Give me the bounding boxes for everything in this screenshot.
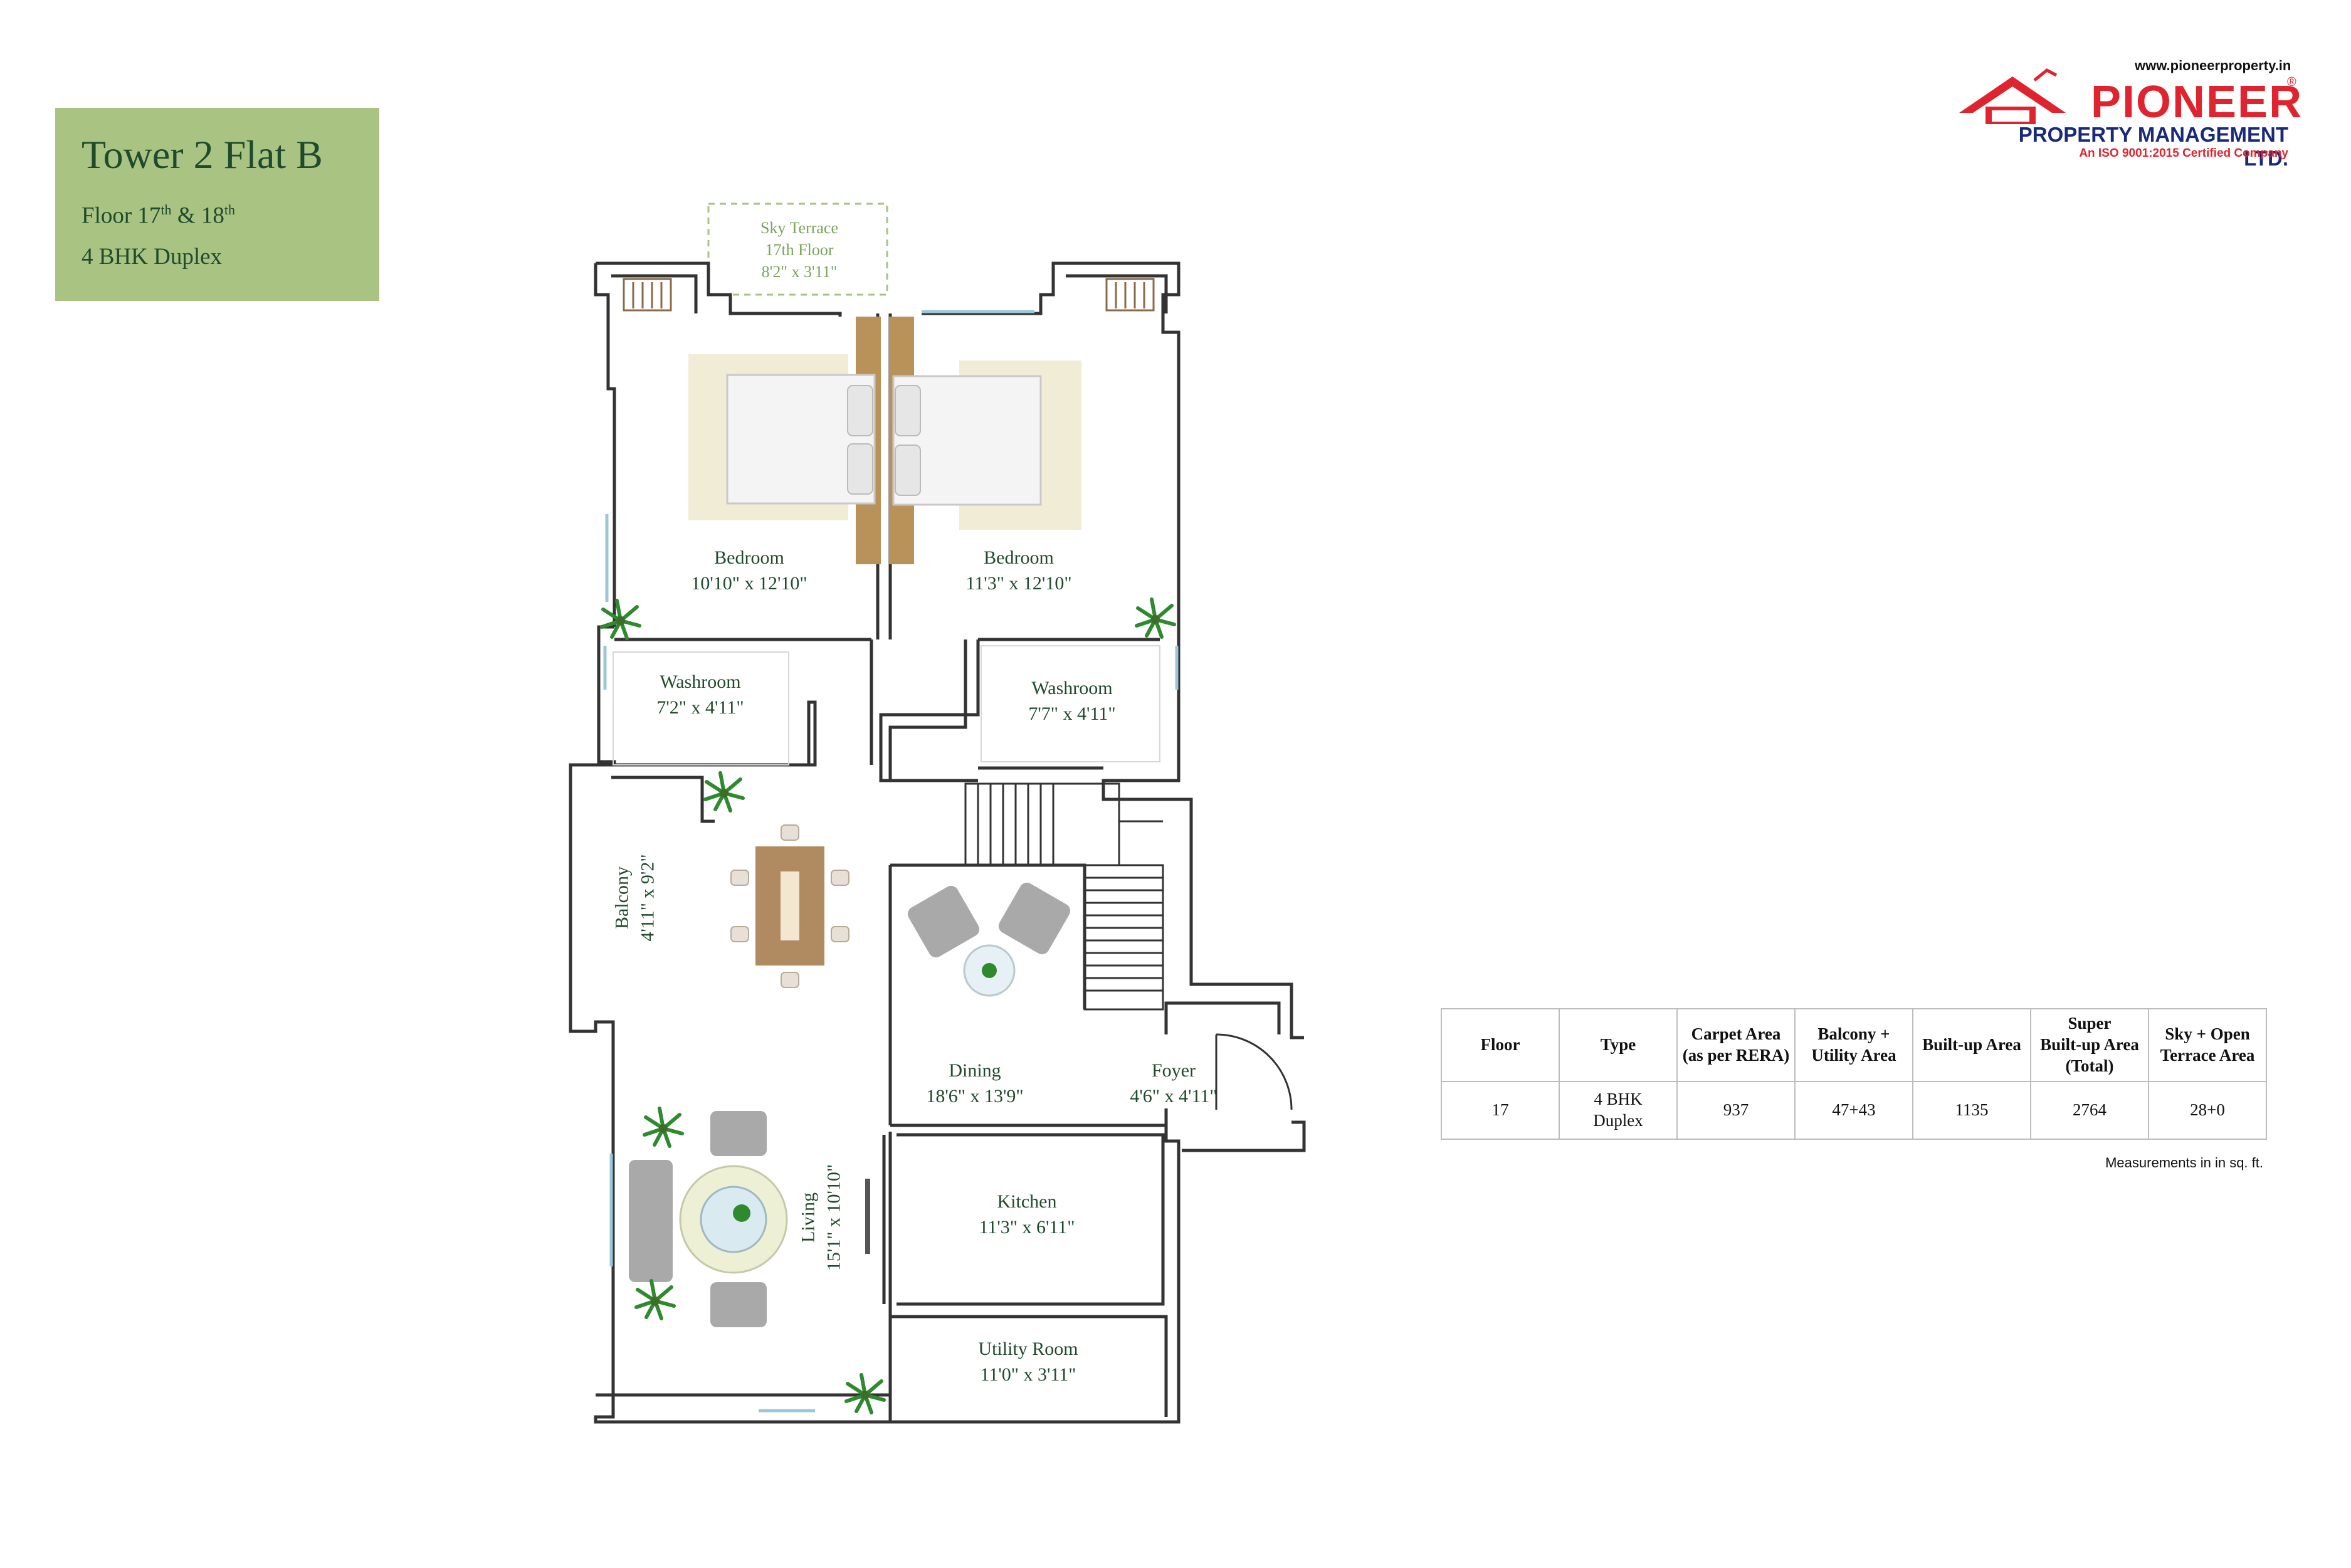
cell-balcony-utility: 47+43 (1794, 1081, 1913, 1140)
washroom-left-label: Washroom 7'2" x 4'11" (656, 671, 744, 718)
measurement-note: Measurements in in sq. ft. (2105, 1155, 2263, 1171)
kitchen-label: Kitchen 11'3" x 6'11" (979, 1191, 1075, 1238)
flat-type: 4 BHK Duplex (82, 244, 223, 270)
plant-icon (1137, 599, 1174, 637)
cell-super-builtup: 2764 (2030, 1081, 2149, 1140)
bedroom-right-label: Bedroom 11'3" x 12'10" (965, 547, 1072, 594)
plant-icon (644, 1108, 682, 1146)
logo-tagline: PROPERTY MANAGEMENT LTD. (2018, 123, 2288, 170)
cell-carpet-area: 937 (1676, 1081, 1796, 1140)
header-balcony-utility: Balcony +Utility Area (1794, 1008, 1913, 1082)
sky-terrace-label: Sky Terrace 17th Floor 8'2" x 3'11" (760, 219, 839, 282)
cell-floor: 17 (1441, 1081, 1560, 1140)
plant-icon (602, 601, 639, 638)
washroom-right-label: Washroom 7'7" x 4'11" (1028, 678, 1116, 724)
house-roof-logo-icon (1959, 68, 2066, 124)
logo-name: PIONEER (2091, 77, 2303, 127)
logo-registered: ® (2287, 75, 2296, 89)
utility-room-label: Utility Room 11'0" x 3'11" (978, 1339, 1078, 1385)
cell-builtup-area: 1135 (1912, 1081, 2031, 1140)
foyer-label: Foyer 4'6" x 4'11" (1130, 1060, 1218, 1107)
logo-certification: An ISO 9001:2015 Certified Company (2079, 147, 2288, 160)
header-type: Type (1559, 1008, 1678, 1082)
balcony-label: Balcony 4'11" x 9'2" (611, 854, 658, 942)
info-box (55, 108, 379, 301)
living-label: Living 15'1" x 10'10" (797, 1164, 844, 1271)
flat-title: Tower 2 Flat B (82, 132, 323, 177)
header-floor: Floor (1441, 1008, 1560, 1082)
bed-icon (892, 375, 1042, 506)
armchair-icon (907, 882, 1071, 958)
staircase (964, 782, 1164, 1011)
area-table-header-row: Floor Type Carpet Area(as per RERA) Balc… (1441, 1008, 2267, 1082)
bed-icon (726, 374, 876, 505)
dining-table-icon (730, 824, 849, 988)
floor-label: Floor 17th & 18th (82, 202, 235, 229)
area-table: Floor Type Carpet Area(as per RERA) Balc… (1441, 1008, 2267, 1140)
dining-label: Dining 18'6" x 13'9" (926, 1060, 1024, 1107)
washroom-left-tiles (613, 651, 789, 766)
header-builtup-area: Built-up Area (1912, 1008, 2031, 1082)
washroom-right-tiles (981, 645, 1160, 762)
sofa-icon (629, 1111, 767, 1327)
cell-terrace-area: 28+0 (2148, 1081, 2267, 1140)
bedroom-left-label: Bedroom 10'10" x 12'10" (691, 547, 807, 594)
logo-url[interactable]: www.pioneerproperty.in (2135, 58, 2291, 73)
header-carpet-area: Carpet Area(as per RERA) (1676, 1008, 1796, 1082)
plant-icon (705, 773, 743, 811)
plant-icon (636, 1281, 674, 1318)
foyer-door (1216, 1033, 1293, 1110)
